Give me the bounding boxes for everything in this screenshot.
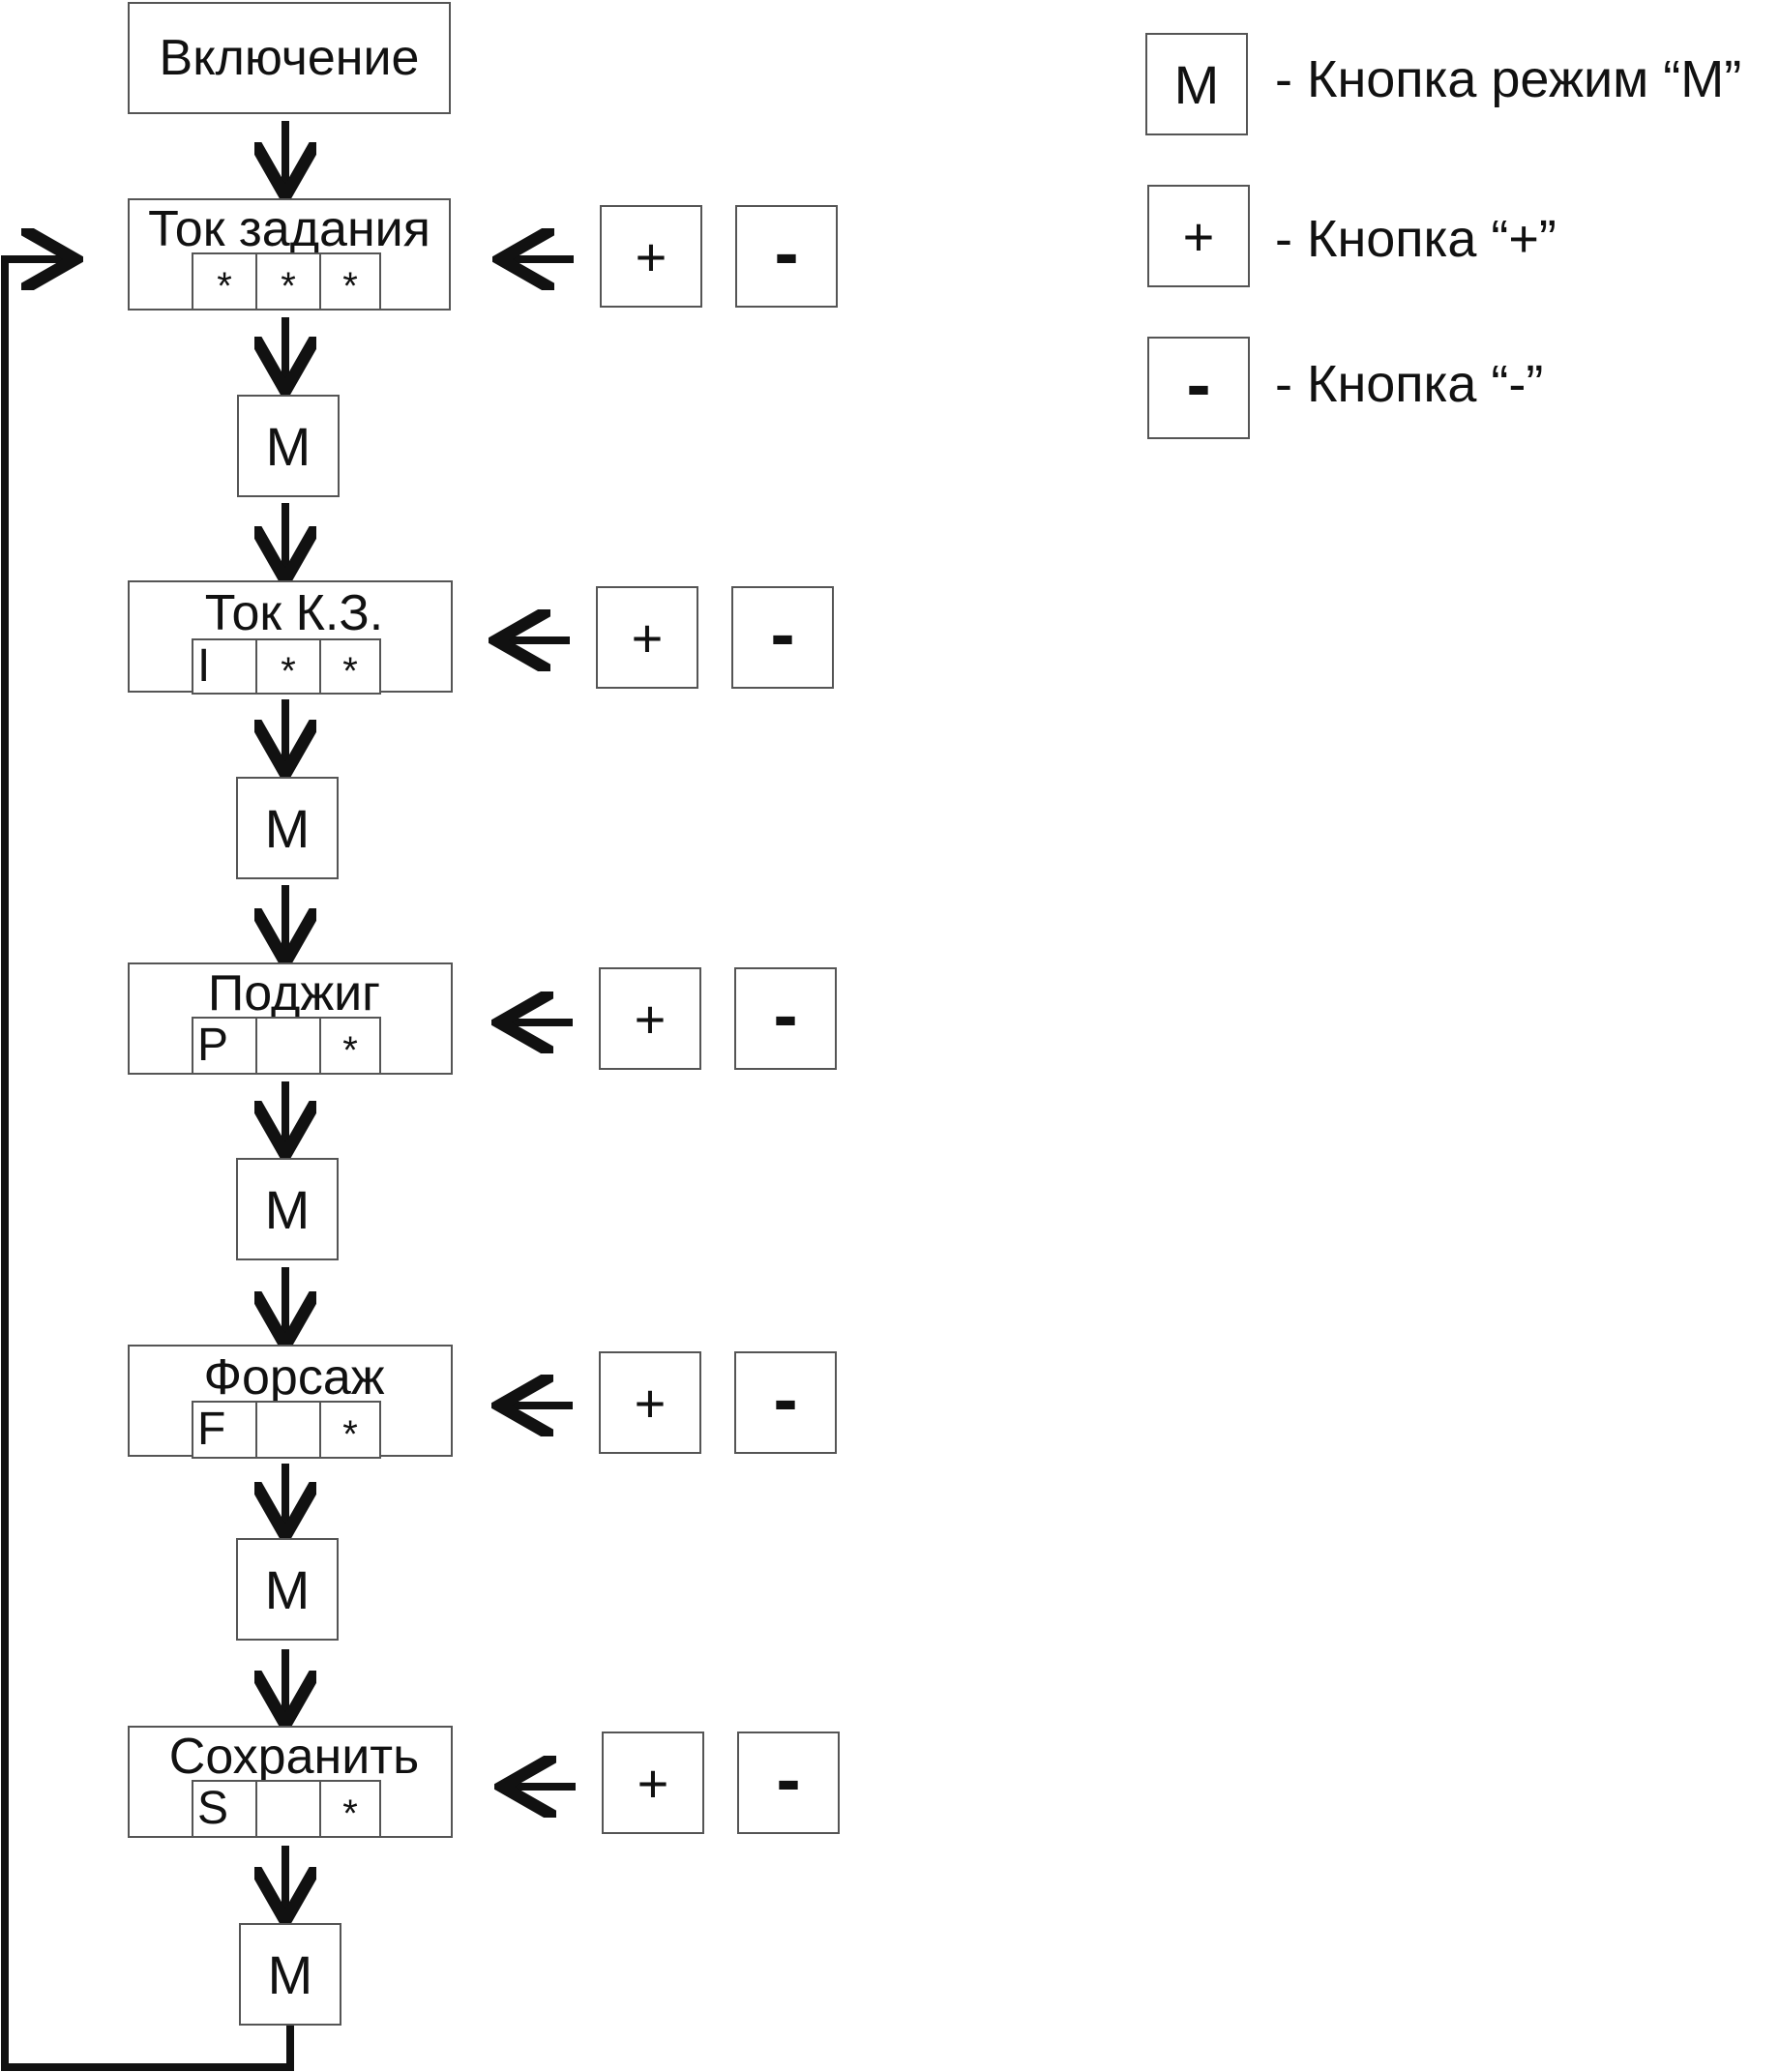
minus-label: - bbox=[773, 1357, 798, 1440]
plus-button[interactable]: + bbox=[600, 205, 702, 308]
minus-button[interactable]: - bbox=[734, 967, 837, 1070]
menu-current-setpoint: Ток задания * * * bbox=[128, 198, 451, 311]
menu-boost: Форсаж F * bbox=[128, 1345, 453, 1459]
mode-button[interactable]: M bbox=[237, 395, 340, 497]
menu-title: Сохранить bbox=[168, 1729, 420, 1785]
display-cell: * bbox=[255, 638, 321, 695]
plus-button[interactable]: + bbox=[599, 967, 701, 1070]
power-on-box: Включение bbox=[128, 2, 451, 114]
minus-button[interactable]: - bbox=[735, 205, 838, 308]
mode-label: M bbox=[264, 1178, 311, 1240]
menu-save: Сохранить S * bbox=[128, 1726, 453, 1838]
menu-title: Ток К.З. bbox=[204, 585, 384, 641]
display-cell bbox=[255, 1017, 321, 1075]
plus-label: + bbox=[634, 988, 667, 1050]
minus-button[interactable]: - bbox=[734, 1351, 837, 1454]
minus-label: - bbox=[770, 592, 795, 675]
mode-button[interactable]: M bbox=[236, 777, 339, 879]
legend-key-label: + bbox=[1182, 205, 1215, 267]
display-cell: * bbox=[319, 638, 381, 695]
display-cell: P bbox=[192, 1017, 257, 1075]
menu-ignition: Поджиг P * bbox=[128, 962, 453, 1075]
display-cell: * bbox=[319, 1401, 381, 1459]
legend-mode-key: M bbox=[1145, 33, 1248, 135]
mode-button[interactable]: M bbox=[236, 1538, 339, 1641]
legend-key-label: M bbox=[1173, 53, 1220, 115]
legend-minus-text: - Кнопка “-” bbox=[1275, 355, 1544, 413]
minus-label: - bbox=[776, 1737, 801, 1820]
display-cell: * bbox=[319, 1017, 381, 1075]
menu-title: Поджиг bbox=[207, 965, 381, 1021]
mode-label: M bbox=[264, 797, 311, 859]
plus-button[interactable]: + bbox=[596, 586, 698, 689]
display-cell: * bbox=[192, 252, 257, 311]
plus-label: + bbox=[635, 225, 667, 287]
plus-button[interactable]: + bbox=[599, 1351, 701, 1454]
display-cell: I bbox=[192, 638, 257, 695]
legend-minus-key: - bbox=[1147, 337, 1250, 439]
mode-label: M bbox=[264, 1558, 311, 1620]
plus-label: + bbox=[634, 1372, 667, 1434]
plus-button[interactable]: + bbox=[602, 1732, 704, 1834]
display-cell: * bbox=[255, 252, 321, 311]
mode-button[interactable]: M bbox=[239, 1923, 341, 2026]
mode-label: M bbox=[267, 1943, 313, 2005]
legend-key-label: - bbox=[1186, 342, 1211, 426]
power-on-label: Включение bbox=[159, 30, 420, 86]
minus-label: - bbox=[773, 973, 798, 1056]
minus-button[interactable]: - bbox=[737, 1732, 840, 1834]
display-cell: * bbox=[319, 1780, 381, 1838]
display-cell bbox=[255, 1780, 321, 1838]
plus-label: + bbox=[637, 1752, 669, 1814]
display-cell: S bbox=[192, 1780, 257, 1838]
legend-plus-key: + bbox=[1147, 185, 1250, 287]
menu-title: Ток задания bbox=[148, 201, 430, 257]
display-cell: F bbox=[192, 1401, 257, 1459]
plus-label: + bbox=[631, 607, 664, 668]
menu-short-circuit-current: Ток К.З. I * * bbox=[128, 580, 453, 695]
legend-plus-text: - Кнопка “+” bbox=[1275, 210, 1557, 268]
mode-button[interactable]: M bbox=[236, 1158, 339, 1260]
loop-back-line bbox=[1, 259, 294, 2071]
display-cell: * bbox=[319, 252, 381, 311]
display-cell bbox=[255, 1401, 321, 1459]
legend-mode-text: - Кнопка режим “M” bbox=[1275, 50, 1742, 108]
menu-title: Форсаж bbox=[203, 1349, 385, 1406]
mode-label: M bbox=[265, 415, 311, 477]
minus-button[interactable]: - bbox=[731, 586, 834, 689]
minus-label: - bbox=[774, 211, 799, 294]
